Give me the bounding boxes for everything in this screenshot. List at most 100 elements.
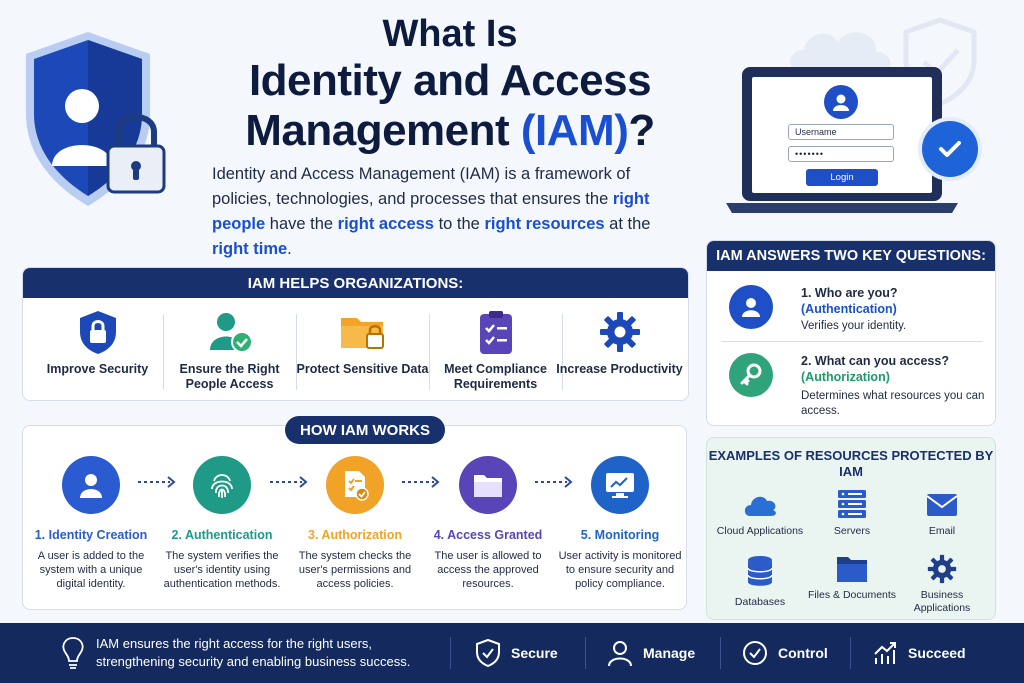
question-title: 2. What can you access? (Authorization) — [801, 353, 991, 385]
gear-icon — [596, 308, 644, 356]
question-title: 1. Who are you? (Authentication) — [801, 285, 991, 317]
footer-item-label: Control — [778, 645, 828, 661]
cloud-icon — [742, 488, 778, 522]
intro-h1: right people — [212, 190, 650, 233]
server-icon — [834, 488, 870, 522]
database-icon — [742, 554, 778, 588]
title-line-3-a: Management — [245, 106, 521, 155]
footer-item-succeed: Succeed — [872, 637, 966, 669]
helps-item-protect-data: Protect Sensitive Data — [296, 308, 429, 394]
step-desc: User activity is monitored to ensure sec… — [558, 550, 682, 590]
title-line-3-c: ? — [628, 106, 655, 155]
login-avatar-icon — [824, 85, 858, 119]
arrow-icon — [535, 476, 573, 488]
shield-lock-hero-icon — [22, 26, 172, 216]
helps-item-right-people: Ensure the Right People Access — [163, 308, 296, 394]
step-title: 4. Access Granted — [433, 528, 543, 542]
resource-label: Files & Documents — [807, 589, 897, 601]
helps-item-productivity: Increase Productivity — [553, 308, 686, 394]
verified-check-icon — [922, 121, 978, 177]
step-access-granted: 4. Access Granted The user is allowed to… — [422, 456, 554, 591]
resource-databases: Databases — [715, 554, 805, 609]
username-field[interactable]: Username — [788, 124, 894, 140]
resource-label: Servers — [833, 525, 871, 537]
intro-p4: at the — [604, 215, 651, 233]
document-check-icon — [326, 456, 384, 514]
question-sub: (Authorization) — [801, 370, 890, 384]
resources-panel: EXAMPLES OF RESOURCES PROTECTED BY IAM C… — [706, 437, 996, 620]
resources-title: EXAMPLES OF RESOURCES PROTECTED BY IAM — [708, 448, 994, 479]
resource-label: Databases — [734, 596, 786, 608]
user-icon — [608, 641, 632, 667]
question-sub: (Authentication) — [801, 302, 897, 316]
question-desc: Determines what resources you can access… — [801, 390, 985, 417]
password-field[interactable]: ••••••• — [788, 146, 894, 162]
helps-item-security: Improve Security — [31, 308, 164, 394]
key-questions-banner: IAM ANSWERS TWO KEY QUESTIONS: — [707, 241, 995, 271]
footer-bar: IAM ensures the right access for the rig… — [0, 623, 1024, 683]
how-iam-works-panel: HOW IAM WORKS 1. Identity Creation A use… — [22, 416, 687, 610]
growth-chart-icon — [874, 642, 896, 664]
intro-p1: Identity and Access Management (IAM) is … — [212, 165, 631, 208]
title-line-3: Management (IAM)? — [150, 106, 750, 156]
step-authentication: 2. Authentication The system verifies th… — [156, 456, 288, 591]
step-monitoring: 5. Monitoring User activity is monitored… — [554, 456, 686, 591]
footer-item-secure: Secure — [475, 637, 558, 669]
helps-item-label: Increase Productivity — [556, 362, 683, 376]
email-icon — [924, 488, 960, 522]
intro-p5: . — [287, 240, 292, 258]
step-desc: The system checks the user's permissions… — [298, 550, 412, 590]
footer-item-label: Succeed — [908, 645, 966, 661]
step-desc: The user is allowed to access the approv… — [434, 550, 542, 590]
cloud-decor-icon — [782, 18, 902, 83]
intro-p3: to the — [433, 215, 485, 233]
resource-label: Cloud Applications — [716, 525, 804, 537]
title-line-1: What Is — [382, 13, 518, 55]
footer-item-manage: Manage — [607, 637, 695, 669]
laptop-login-illustration: Username ••••••• Login — [726, 65, 982, 215]
helps-organizations-panel: IAM HELPS ORGANIZATIONS: Improve Securit… — [22, 267, 689, 401]
step-title: 3. Authorization — [308, 528, 402, 542]
resource-label: Email — [928, 525, 956, 537]
user-icon — [729, 285, 773, 329]
intro-h2: right access — [337, 215, 434, 233]
step-identity-creation: 1. Identity Creation A user is added to … — [25, 456, 157, 591]
footer-item-label: Manage — [643, 645, 696, 661]
gear-icon — [924, 552, 960, 586]
arrow-icon — [402, 476, 440, 488]
helps-item-compliance: Meet Compliance Requirements — [429, 308, 562, 394]
helps-item-label: Improve Security — [46, 362, 149, 376]
step-title: 1. Identity Creation — [34, 528, 148, 542]
step-desc: The system verifies the user's identity … — [163, 550, 281, 590]
helps-banner: IAM HELPS ORGANIZATIONS: — [23, 268, 688, 298]
question-title-text: 1. Who are you? — [801, 286, 898, 300]
helps-item-label: Meet Compliance Requirements — [444, 362, 547, 391]
key-icon — [729, 353, 773, 397]
question-title-text: 2. What can you access? — [801, 354, 949, 368]
step-authorization: 3. Authorization The system checks the u… — [289, 456, 421, 591]
shield-check-icon — [476, 638, 500, 668]
arrow-icon — [138, 476, 176, 488]
user-icon — [62, 456, 120, 514]
intro-h3: right resources — [484, 215, 605, 233]
lightbulb-icon — [60, 635, 86, 676]
question-desc: Verifies your identity. — [801, 320, 907, 332]
title-line-2: Identity and Access — [248, 56, 652, 105]
footer-item-label: Secure — [511, 645, 558, 661]
resource-servers: Servers — [807, 488, 897, 538]
question-authentication: 1. Who are you? (Authentication) Verifies… — [721, 285, 986, 335]
resource-cloud: Cloud Applications — [715, 488, 805, 538]
resource-business-apps: Business Applications — [897, 552, 987, 615]
page-title: What Is Identity and Access Management (… — [150, 12, 750, 156]
helps-item-label: Protect Sensitive Data — [296, 362, 429, 376]
fingerprint-icon — [193, 456, 251, 514]
footer-item-control: Control — [742, 637, 828, 669]
files-icon — [834, 552, 870, 586]
login-button[interactable]: Login — [806, 169, 878, 186]
intro-p2: have the — [265, 215, 338, 233]
check-circle-icon — [743, 641, 767, 665]
step-title: 2. Authentication — [171, 528, 273, 542]
question-authorization: 2. What can you access? (Authorization) D… — [721, 353, 986, 417]
intro-h4: right time — [212, 240, 288, 258]
resource-files: Files & Documents — [807, 552, 897, 602]
